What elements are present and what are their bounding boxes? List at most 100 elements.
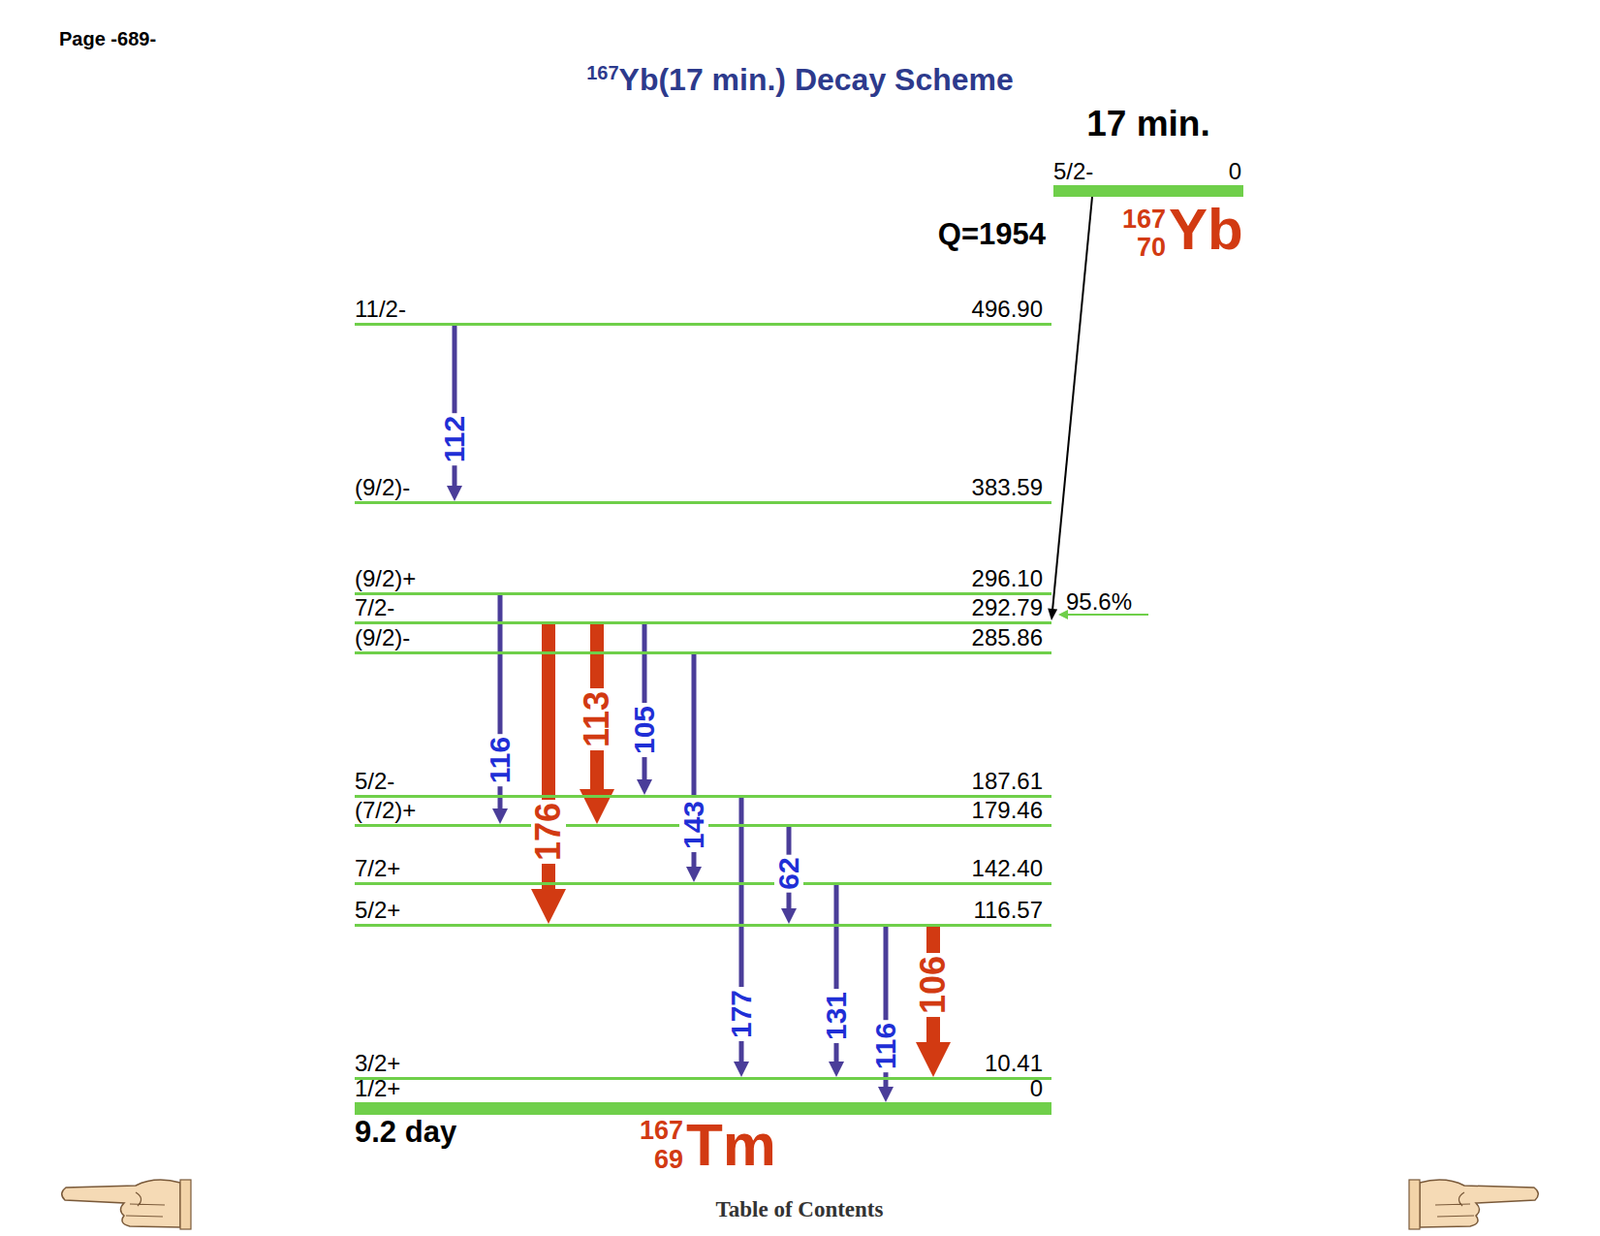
energy-level: 5/2- 187.61 — [354, 769, 1052, 798]
level-energy: 496.90 — [972, 297, 1043, 321]
level-energy: 285.86 — [972, 626, 1043, 650]
arrow-head — [915, 1041, 951, 1077]
spin-parity: 7/2+ — [354, 856, 401, 880]
spin-parity: 5/2+ — [354, 898, 401, 922]
hand-cuff — [1409, 1179, 1420, 1229]
title-superscript: 167 — [586, 62, 619, 84]
hand-lines — [1435, 1192, 1475, 1217]
energy-level: 5/2+ 116.57 — [354, 898, 1052, 927]
page-number: Page -689- — [59, 29, 157, 49]
level-energy: 383.59 — [972, 475, 1043, 500]
atomic-number: 69 — [654, 1146, 684, 1173]
arrow-head — [828, 1061, 845, 1077]
title-row: 167Yb(17 min.) Decay Scheme — [0, 60, 1600, 99]
arrow-head — [492, 808, 508, 824]
hand-shape — [1419, 1179, 1538, 1227]
level-line — [354, 923, 1052, 927]
level-line — [354, 621, 1052, 625]
arrow-head — [878, 1086, 894, 1102]
gamma-energy: 131 — [821, 988, 851, 1043]
level-line — [354, 651, 1052, 655]
pointing-hand — [62, 1179, 191, 1229]
energy-level: 3/2+ 10.41 — [354, 1051, 1052, 1080]
element-symbol: Yb — [1168, 200, 1244, 259]
spin-parity: 1/2+ — [354, 1076, 401, 1100]
level-energy: 142.40 — [972, 856, 1043, 880]
level-energy: 10.41 — [984, 1051, 1043, 1075]
hand-shape — [62, 1179, 181, 1227]
gamma-transition — [915, 926, 951, 1077]
level-line — [354, 501, 1052, 504]
level-energy: 0 — [1228, 159, 1242, 184]
parent-level: 17 min.5/2-0 — [1053, 104, 1244, 197]
level-energy: 0 — [1030, 1076, 1043, 1100]
element-symbol: Tm — [686, 1114, 777, 1175]
feeding-line — [1066, 613, 1149, 616]
level-line — [354, 322, 1052, 326]
energy-level: 11/2- 496.90 — [354, 297, 1052, 326]
energy-level: (9/2)- 383.59 — [354, 475, 1052, 504]
nav-link: Table of Contents — [508, 1197, 1091, 1221]
diagram-title: Yb(17 min.) Decay Scheme — [619, 62, 1014, 97]
gamma-energy: 177 — [726, 986, 756, 1041]
ground-level: 1/2+09.2 day — [354, 1076, 1052, 1150]
level-energy: 296.10 — [972, 566, 1043, 591]
gamma-transition — [492, 595, 508, 824]
arrow-head — [1047, 608, 1058, 621]
hand-cuff — [180, 1179, 191, 1229]
level-line — [354, 592, 1052, 596]
gamma-energy: 176 — [531, 799, 566, 864]
gamma-transition — [531, 624, 566, 924]
q-value: Q=1954 — [938, 219, 1046, 250]
spin-parity: 7/2- — [354, 596, 395, 620]
arrow-head — [636, 779, 653, 795]
spin-parity: 3/2+ — [354, 1051, 401, 1075]
gamma-energy: 106 — [915, 952, 951, 1017]
mass-number: 167 — [639, 1117, 684, 1144]
gamma-transition — [828, 884, 845, 1077]
gamma-energy: 105 — [629, 702, 659, 757]
gamma-energy: 62 — [774, 853, 804, 892]
level-line — [354, 1101, 1052, 1115]
gamma-energy: 143 — [679, 797, 709, 852]
spin-parity: 11/2- — [354, 297, 407, 321]
pointing-hand — [1409, 1179, 1538, 1229]
beta-branch — [1047, 196, 1093, 621]
gamma-transition — [878, 926, 894, 1102]
level-energy: 116.57 — [972, 898, 1043, 922]
level-line — [354, 1076, 1052, 1080]
level-energy: 179.46 — [972, 798, 1043, 822]
arrow-head — [531, 888, 566, 924]
arrow-head — [686, 866, 702, 882]
spin-parity: 5/2- — [1053, 159, 1094, 184]
level-line — [354, 881, 1052, 885]
spin-parity: (9/2)- — [354, 475, 410, 500]
energy-level: 7/2- 292.79 — [354, 596, 1052, 625]
spin-parity: (7/2)+ — [354, 798, 416, 822]
mass-number: 167 — [1122, 206, 1166, 233]
energy-level: (9/2)- 285.86 — [354, 626, 1052, 655]
gamma-energy: 112 — [439, 412, 470, 466]
arrow-head — [446, 485, 463, 502]
level-energy: 292.79 — [972, 596, 1043, 620]
spin-parity: (9/2)- — [354, 626, 410, 650]
gamma-energy: 116 — [871, 1019, 901, 1072]
branching-ratio: 95.6% — [1066, 590, 1132, 614]
spin-parity: (9/2)+ — [354, 566, 416, 591]
spin-parity: 5/2- — [354, 769, 395, 793]
beta-line — [1052, 196, 1093, 609]
half-life: 17 min. — [1024, 104, 1273, 144]
level-line — [1053, 185, 1244, 197]
hand-lines — [125, 1192, 165, 1217]
arrow-head — [733, 1061, 750, 1077]
energy-level: (9/2)+ 296.10 — [354, 566, 1052, 596]
gamma-energy: 113 — [579, 688, 615, 751]
level-energy: 187.61 — [972, 769, 1043, 793]
gamma-energy: 116 — [485, 733, 515, 786]
atomic-number: 70 — [1136, 234, 1166, 261]
energy-level: 7/2+ 142.40 — [354, 856, 1052, 885]
arrow-head — [781, 908, 797, 924]
